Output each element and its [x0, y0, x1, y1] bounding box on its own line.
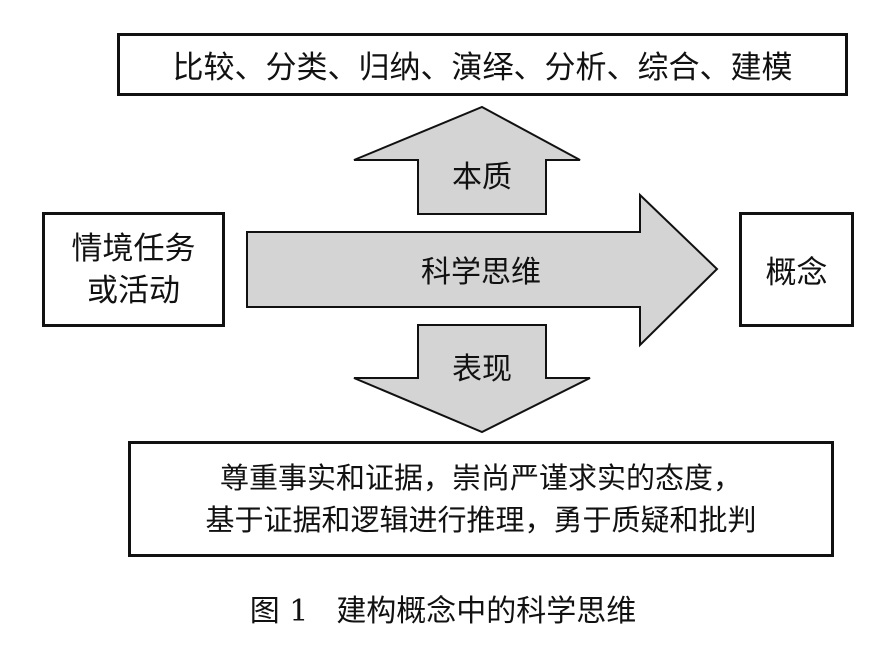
down-arrow-shape: [353, 324, 591, 434]
concept-box: 概念: [739, 212, 854, 327]
manifestation-box: 尊重事实和证据，崇尚严谨求实的态度， 基于证据和逻辑进行推理，勇于质疑和批判: [128, 441, 834, 557]
main-arrow-shape: [246, 192, 719, 348]
main-arrow-label: 科学思维: [421, 255, 541, 290]
context-box: 情境任务 或活动: [42, 212, 225, 327]
manifestation-line-1: 尊重事实和证据，崇尚严谨求实的态度，: [219, 461, 742, 495]
figure-caption: 图 1 建构概念中的科学思维: [250, 586, 637, 630]
figure-title: 建构概念中的科学思维: [336, 594, 637, 629]
figure-number: 图 1: [249, 594, 309, 629]
manifestation-line-2: 基于证据和逻辑进行推理，勇于质疑和批判: [205, 503, 757, 537]
up-arrow-label: 本质: [452, 160, 512, 195]
context-line-1: 情境任务: [71, 230, 196, 267]
down-arrow-label: 表现: [452, 352, 512, 387]
context-line-2: 或活动: [87, 272, 180, 309]
methods-box: 比较、分类、归纳、演绎、分析、综合、建模: [117, 33, 848, 96]
methods-text: 比较、分类、归纳、演绎、分析、综合、建模: [172, 50, 793, 86]
up-arrow-shape: [353, 105, 581, 215]
concept-text: 概念: [765, 255, 828, 291]
